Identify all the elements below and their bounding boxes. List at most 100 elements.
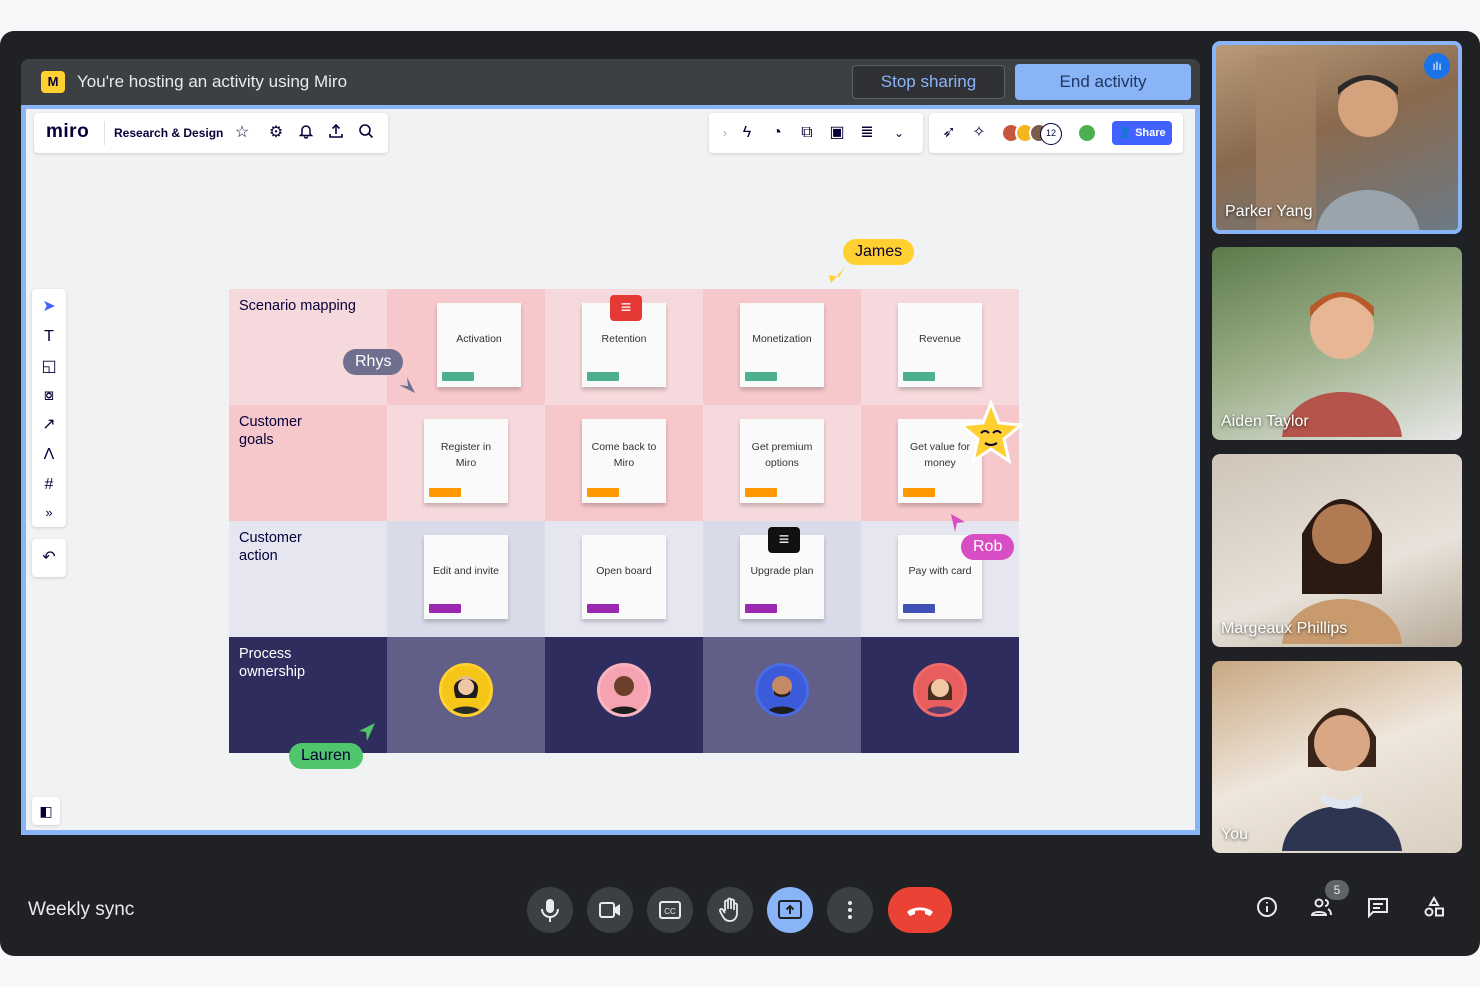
- owner-avatar[interactable]: [913, 663, 967, 717]
- comment-icon[interactable]: ≡: [768, 527, 800, 553]
- participant-name: You: [1221, 826, 1248, 843]
- chat-icon[interactable]: [1364, 895, 1392, 923]
- grid-cell: Edit and invite: [387, 521, 545, 637]
- camera-button[interactable]: [587, 887, 633, 933]
- closed-captions-icon: CC: [659, 901, 681, 919]
- people-icon[interactable]: [1308, 895, 1336, 923]
- microphone-button[interactable]: [527, 887, 573, 933]
- sticky-note[interactable]: Edit and invite: [424, 535, 508, 619]
- cursor-pointer-icon[interactable]: ➶: [942, 124, 956, 141]
- meeting-info-icon[interactable]: [1253, 895, 1281, 923]
- participant-tile[interactable]: Aiden Taylor: [1212, 247, 1462, 440]
- settings-gear-icon[interactable]: ⚙: [268, 124, 284, 141]
- connector-line-icon[interactable]: ↗: [42, 416, 56, 433]
- shared-miro-board[interactable]: miro Research & Design ☆ ⚙ › ϟ ◔ ⧉ ▣ ≣ ⌄: [21, 105, 1200, 835]
- cursor-arrow-icon: [951, 514, 965, 532]
- participant-tile[interactable]: ılı Parker Yang: [1212, 41, 1462, 234]
- side-panel-icon[interactable]: ◧: [32, 797, 60, 825]
- grid-cell: [387, 637, 545, 753]
- current-user-avatar[interactable]: [1077, 123, 1097, 143]
- participant-video: [1282, 708, 1402, 851]
- activities-icon[interactable]: [1420, 895, 1448, 923]
- note-tag: [745, 488, 777, 497]
- sticky-note[interactable]: Revenue: [898, 303, 982, 387]
- divider: [104, 121, 105, 145]
- participant-name: Aiden Taylor: [1221, 413, 1309, 430]
- bell-icon[interactable]: [296, 123, 316, 143]
- cursor-label-rob: Rob: [961, 534, 1015, 560]
- note-tag: [903, 604, 935, 613]
- sticky-note-icon[interactable]: ◱: [41, 358, 57, 375]
- presentation-icon[interactable]: ▣: [829, 124, 845, 141]
- grid-cell: Register in Miro: [387, 405, 545, 521]
- undo-icon[interactable]: ↶: [32, 539, 66, 577]
- star-sticker-icon[interactable]: [957, 399, 1025, 467]
- note-text: Come back to Miro: [591, 441, 657, 469]
- note-text: Retention: [601, 333, 647, 345]
- grid-cell: [861, 637, 1019, 753]
- chevron-double-down-icon[interactable]: ⌄: [893, 126, 905, 140]
- note-text: Edit and invite: [433, 565, 499, 577]
- cursor-arrow-icon: [829, 267, 845, 283]
- miro-topbar-left: miro Research & Design ☆ ⚙: [34, 113, 388, 153]
- sticky-note[interactable]: Get premium options: [740, 419, 824, 503]
- shapes-icon[interactable]: ⧇: [43, 387, 55, 404]
- celebrate-icon[interactable]: ✧: [972, 124, 986, 141]
- owner-avatar[interactable]: [439, 663, 493, 717]
- sticky-note[interactable]: Open board: [582, 535, 666, 619]
- raise-hand-button[interactable]: [707, 887, 753, 933]
- end-activity-button[interactable]: End activity: [1015, 64, 1191, 100]
- more-tools-icon[interactable]: »: [45, 505, 53, 520]
- sticky-note[interactable]: Get value for money: [898, 419, 982, 503]
- comment-icon[interactable]: ≡: [610, 295, 642, 321]
- leave-call-button[interactable]: [888, 887, 952, 933]
- sticky-note[interactable]: Come back to Miro: [582, 419, 666, 503]
- chevron-right-icon[interactable]: ›: [723, 126, 727, 140]
- sticky-note[interactable]: Register in Miro: [424, 419, 508, 503]
- row-label: Scenario mapping: [239, 298, 356, 314]
- stop-sharing-button[interactable]: Stop sharing: [852, 65, 1005, 99]
- star-icon[interactable]: ☆: [234, 124, 250, 141]
- notes-icon[interactable]: ≣: [860, 124, 874, 141]
- scenario-grid: Scenario mapping Activation Retention Mo…: [229, 239, 1025, 769]
- note-tag: [587, 604, 619, 613]
- present-screen-button[interactable]: [767, 887, 813, 933]
- sticky-note[interactable]: Monetization: [740, 303, 824, 387]
- grid-cell: Get premium options: [703, 405, 861, 521]
- participant-video: [1282, 292, 1402, 437]
- grid-cell: [545, 637, 703, 753]
- captions-button[interactable]: CC: [647, 887, 693, 933]
- miro-share-button[interactable]: 👤 Share: [1112, 121, 1172, 145]
- note-tag: [587, 488, 619, 497]
- frame-icon[interactable]: #: [44, 476, 54, 493]
- owner-avatar[interactable]: [597, 663, 651, 717]
- more-vert-icon: [848, 901, 852, 919]
- sticky-note[interactable]: Activation: [437, 303, 521, 387]
- timer-icon[interactable]: ◔: [772, 124, 782, 141]
- note-tag: [429, 604, 461, 613]
- grid-cell: Activation: [387, 289, 545, 405]
- note-tag: [587, 372, 619, 381]
- search-icon[interactable]: [356, 123, 376, 143]
- meet-window: M You're hosting an activity using Miro …: [0, 31, 1480, 956]
- owner-avatar[interactable]: [755, 663, 809, 717]
- people-count-badge: 5: [1325, 880, 1349, 900]
- row-label: Process ownership: [239, 646, 306, 680]
- row-label-cell: Customer action: [229, 521, 387, 637]
- participant-tile-self[interactable]: You: [1212, 661, 1462, 853]
- collaborator-count[interactable]: 12: [1040, 123, 1062, 145]
- text-tool-icon[interactable]: T: [44, 328, 54, 345]
- more-options-button[interactable]: [827, 887, 873, 933]
- select-cursor-icon[interactable]: ➤: [42, 298, 56, 315]
- grid-cell: Monetization: [703, 289, 861, 405]
- note-tag: [442, 372, 474, 381]
- pen-icon[interactable]: Λ: [43, 446, 55, 463]
- note-tag: [745, 604, 777, 613]
- row-label: Customer action: [239, 530, 302, 564]
- lightning-icon[interactable]: ϟ: [742, 124, 752, 141]
- participant-tile[interactable]: Margeaux Phillips: [1212, 454, 1462, 647]
- miro-wordmark: miro: [46, 121, 90, 142]
- board-name[interactable]: Research & Design: [114, 126, 224, 140]
- frame-add-icon[interactable]: ⧉: [801, 124, 813, 141]
- upload-icon[interactable]: [326, 123, 346, 143]
